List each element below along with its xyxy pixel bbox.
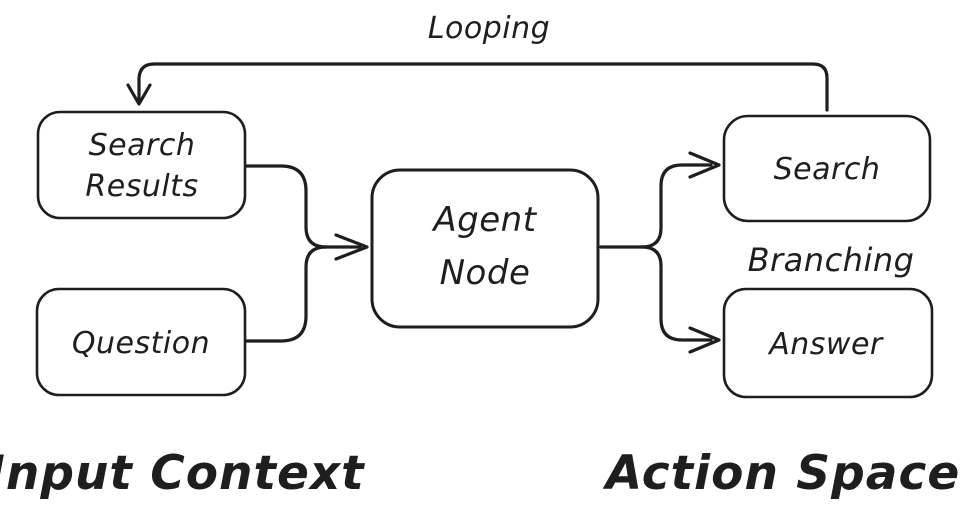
search-label: Search — [774, 152, 881, 187]
looping-annotation: Looping — [428, 11, 550, 46]
branching-annotation: Branching — [748, 241, 915, 279]
answer-arrowhead-icon — [688, 326, 721, 354]
looping-arrowhead-icon — [126, 83, 152, 106]
search-results-label-line2: Results — [85, 169, 198, 204]
node-search-results: Search Results — [36, 110, 247, 220]
looping-arrow — [126, 62, 829, 112]
input-context-section-label: Input Context — [0, 446, 365, 501]
search-results-to-agent-line — [244, 164, 328, 249]
agent-to-answer-line — [640, 245, 713, 342]
search-results-label-line1: Search — [89, 128, 196, 163]
agent-to-search-line — [640, 163, 713, 249]
question-box — [35, 287, 247, 397]
node-answer: Answer — [722, 287, 934, 399]
node-agent: Agent Node — [370, 168, 600, 329]
node-question: Question — [35, 287, 247, 397]
merge-arrows — [244, 164, 369, 343]
agent-node-label-line1: Agent — [431, 200, 537, 240]
action-space-section-label: Action Space — [602, 446, 960, 501]
question-to-agent-line — [244, 245, 328, 343]
agent-node-box — [370, 168, 600, 329]
search-box — [722, 114, 932, 223]
answer-box — [722, 287, 934, 399]
answer-label: Answer — [767, 327, 884, 362]
search-arrowhead-icon — [688, 151, 721, 179]
agent-in-arrowhead-icon — [334, 233, 369, 261]
node-search: Search — [722, 114, 932, 223]
looping-arrow-line — [137, 62, 829, 112]
question-label: Question — [72, 326, 210, 361]
search-results-box — [36, 110, 247, 220]
branch-arrows — [599, 151, 721, 354]
agent-node-label-line2: Node — [440, 253, 531, 293]
